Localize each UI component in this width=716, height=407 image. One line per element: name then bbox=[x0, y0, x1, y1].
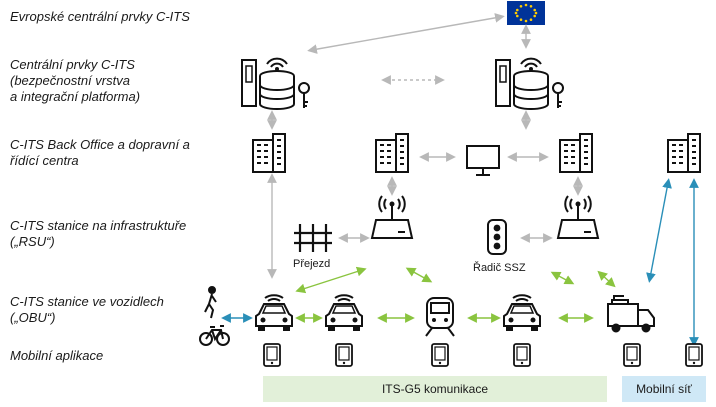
phone-icon bbox=[513, 343, 531, 367]
row-label-backoffice: C-ITS Back Office a dopravní a řídící ce… bbox=[10, 137, 190, 168]
controller-label: Řadič SSZ bbox=[473, 262, 526, 274]
link-rsu-train bbox=[405, 267, 433, 283]
car-icon bbox=[325, 294, 363, 332]
server-icon bbox=[495, 57, 564, 110]
pedestrian-icon bbox=[204, 286, 217, 319]
row-label-eu: Evropské centrální prvky C-ITS bbox=[10, 9, 190, 24]
eu-flag-icon bbox=[507, 1, 545, 25]
building-icon bbox=[559, 133, 593, 173]
row-label-central: Centrální prvky C-ITS (bezpečnostní vrst… bbox=[10, 57, 141, 104]
traffic-light-icon bbox=[487, 219, 507, 255]
phone-icon bbox=[685, 343, 703, 367]
bicycle-icon bbox=[199, 325, 230, 346]
link-rsu-car1 bbox=[295, 266, 367, 294]
phone-icon bbox=[623, 343, 641, 367]
link-rsu-truck bbox=[597, 270, 616, 288]
roadside-unit-icon bbox=[371, 195, 413, 239]
building-icon bbox=[375, 133, 409, 173]
monitor-icon bbox=[466, 145, 500, 176]
phone-icon bbox=[431, 343, 449, 367]
row-label-rsu: C-ITS stanice na infrastruktuře („RSU“) bbox=[10, 218, 187, 249]
railway-crossing-icon bbox=[294, 224, 332, 252]
row-label-obu: C-ITS stanice ve vozidlech („OBU“) bbox=[10, 294, 164, 325]
building-icon bbox=[667, 133, 701, 173]
roadside-unit-icon bbox=[557, 195, 599, 239]
its-g5-label: ITS-G5 komunikace bbox=[381, 382, 489, 396]
server-icon bbox=[241, 57, 310, 110]
phone-icon bbox=[335, 343, 353, 367]
truck-icon bbox=[607, 295, 655, 333]
link-rsu-car3 bbox=[550, 271, 575, 285]
mobile-network-bar: Mobilní síť bbox=[622, 376, 706, 402]
its-g5-bar: ITS-G5 komunikace bbox=[263, 376, 607, 402]
phone-icon bbox=[263, 343, 281, 367]
link-truck-office bbox=[646, 178, 672, 283]
train-icon bbox=[425, 297, 455, 337]
building-icon bbox=[252, 133, 286, 173]
row-label-apps: Mobilní aplikace bbox=[10, 348, 104, 363]
car-icon bbox=[255, 294, 293, 332]
link-eu-central-left bbox=[307, 13, 505, 54]
car-icon bbox=[503, 294, 541, 332]
mobile-network-label: Mobilní síť bbox=[636, 382, 692, 396]
